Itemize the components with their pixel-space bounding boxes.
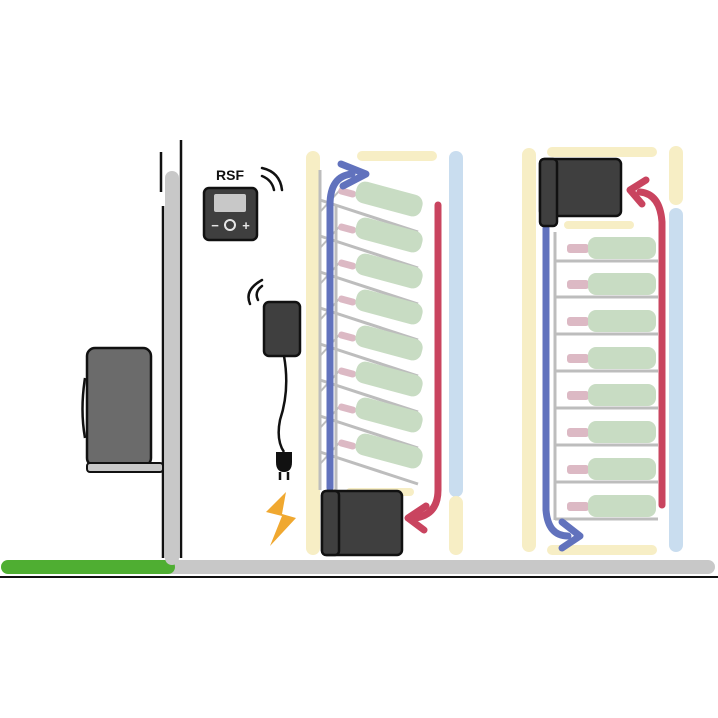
thermostat-plus: + xyxy=(242,218,250,233)
warm-air-arrowhead-right xyxy=(626,176,650,208)
wifi-icon xyxy=(247,278,264,306)
thermostat-minus: − xyxy=(211,218,219,233)
controller-box[interactable] xyxy=(262,300,302,358)
cold-air-arrow-left xyxy=(326,170,356,492)
thermostat-label: RSF xyxy=(216,167,244,183)
condenser-unit xyxy=(81,346,164,473)
cold-air-arrowhead-right xyxy=(558,518,584,552)
warm-air-arrow-right xyxy=(636,188,666,509)
warm-air-arrowhead-left xyxy=(404,502,430,534)
lightning-icon xyxy=(266,492,296,546)
right-bottle-rack xyxy=(555,237,658,521)
cooling-unit[interactable] xyxy=(538,157,623,228)
wifi-icon xyxy=(260,166,284,192)
left-bottle-rack xyxy=(319,181,423,486)
power-plug-icon xyxy=(276,452,292,480)
cold-air-arrowhead-left xyxy=(337,160,370,190)
cooling-unit[interactable] xyxy=(320,489,404,557)
cold-air-arrow-right xyxy=(542,224,572,540)
power-cable xyxy=(277,355,288,453)
warm-air-arrow-left xyxy=(412,201,442,522)
right-cellar xyxy=(522,146,683,555)
thermostat[interactable]: RSF − + xyxy=(202,167,259,242)
left-cellar xyxy=(306,151,463,555)
